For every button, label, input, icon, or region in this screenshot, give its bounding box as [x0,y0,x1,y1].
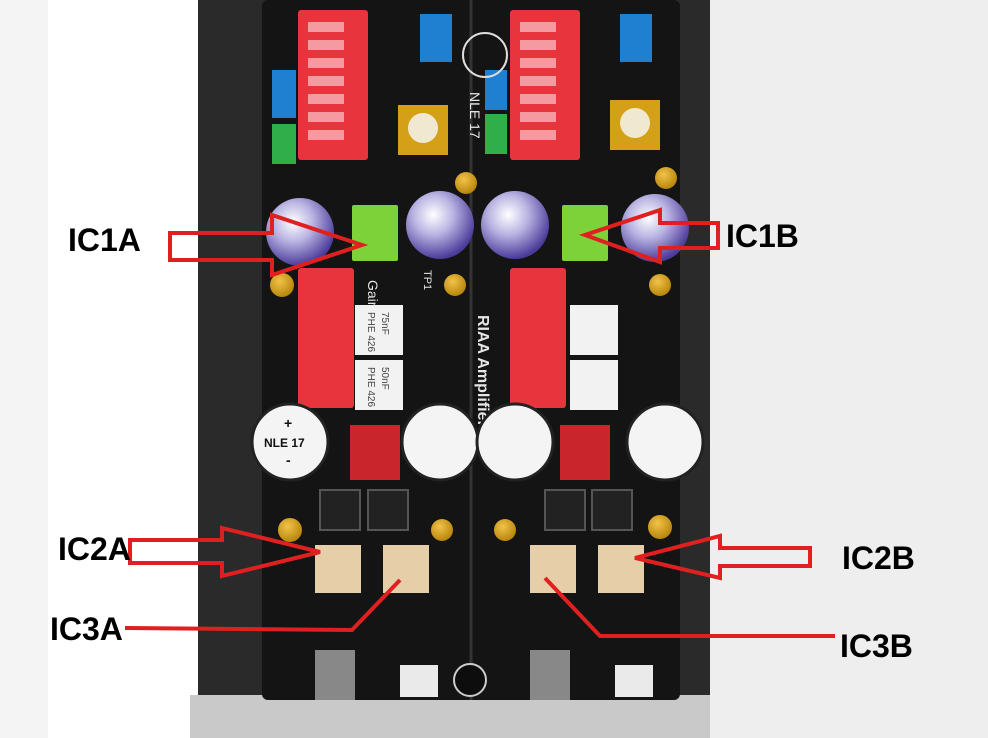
blue-capacitor [485,70,507,110]
film-capacitor [570,305,618,355]
film-capacitor-value: 50nF [379,367,390,390]
dip-switch-gain-left [298,268,354,408]
terminal-block [315,650,355,700]
label-ic3b: IC3B [840,628,913,664]
opamp-ic1a [352,205,398,261]
cap-marking: NLE 17 [264,436,305,450]
tp-label: TP1 [421,270,433,290]
label-ic1a: IC1A [68,222,141,258]
trimmer-knob [408,113,438,143]
jst-connector [400,665,438,697]
desk-lower [190,695,710,738]
terminal-block [530,650,570,700]
film-capacitor [355,305,403,355]
trimmer-knob [620,108,650,138]
ceramic-capacitors [270,167,677,542]
electrolytic-capacitor [266,198,334,266]
silkscreen-brand: NLE 17 [467,92,483,139]
blue-capacitor [620,14,652,62]
ic2a-chip [315,545,361,593]
green-capacitor [485,114,507,154]
electrolytic-capacitor [621,194,689,262]
green-capacitor [272,124,296,164]
blue-capacitor [272,70,296,118]
label-ic3a: IC3A [50,611,123,647]
blue-capacitor [420,14,452,62]
ic2b-chip [598,545,644,593]
electrolytic-capacitor [406,191,474,259]
dark-edge-strip [0,0,48,738]
arrow-ic2a [128,525,321,579]
silkscreen-ring [462,32,508,78]
label-ic2b: IC2B [842,540,915,576]
film-capacitor [570,360,618,410]
mounting-hole [453,663,487,697]
electrolytic-capacitor [481,191,549,259]
cap-marking-plus: + [284,415,292,431]
gain-label: Gain [365,280,381,310]
cap-marking-minus: - [286,452,291,468]
ic3a-chip [383,545,429,593]
label-ic1b: IC1B [726,218,799,254]
label-ic2a: IC2A [58,531,131,567]
red-component [350,425,400,480]
film-capacitor-label: PHE 426 [365,367,376,407]
arrow-ic2b [634,533,812,581]
arrow-ic1b [578,207,720,265]
silkscreen-title: RIAA Amplifier [474,315,491,427]
dip-switch-gain-right [510,268,566,408]
film-capacitor [355,360,403,410]
jst-connector [615,665,653,697]
line-ic3b [543,576,835,638]
dip-switch-slots [308,22,556,140]
arrow-ic1a [168,212,369,278]
inductors [319,489,633,531]
line-ic3a [124,578,402,633]
film-capacitor-value: 75nF [379,312,390,335]
red-component [560,425,610,480]
nle-capacitors [250,402,705,482]
film-capacitor-label: PHE 426 [365,312,376,352]
